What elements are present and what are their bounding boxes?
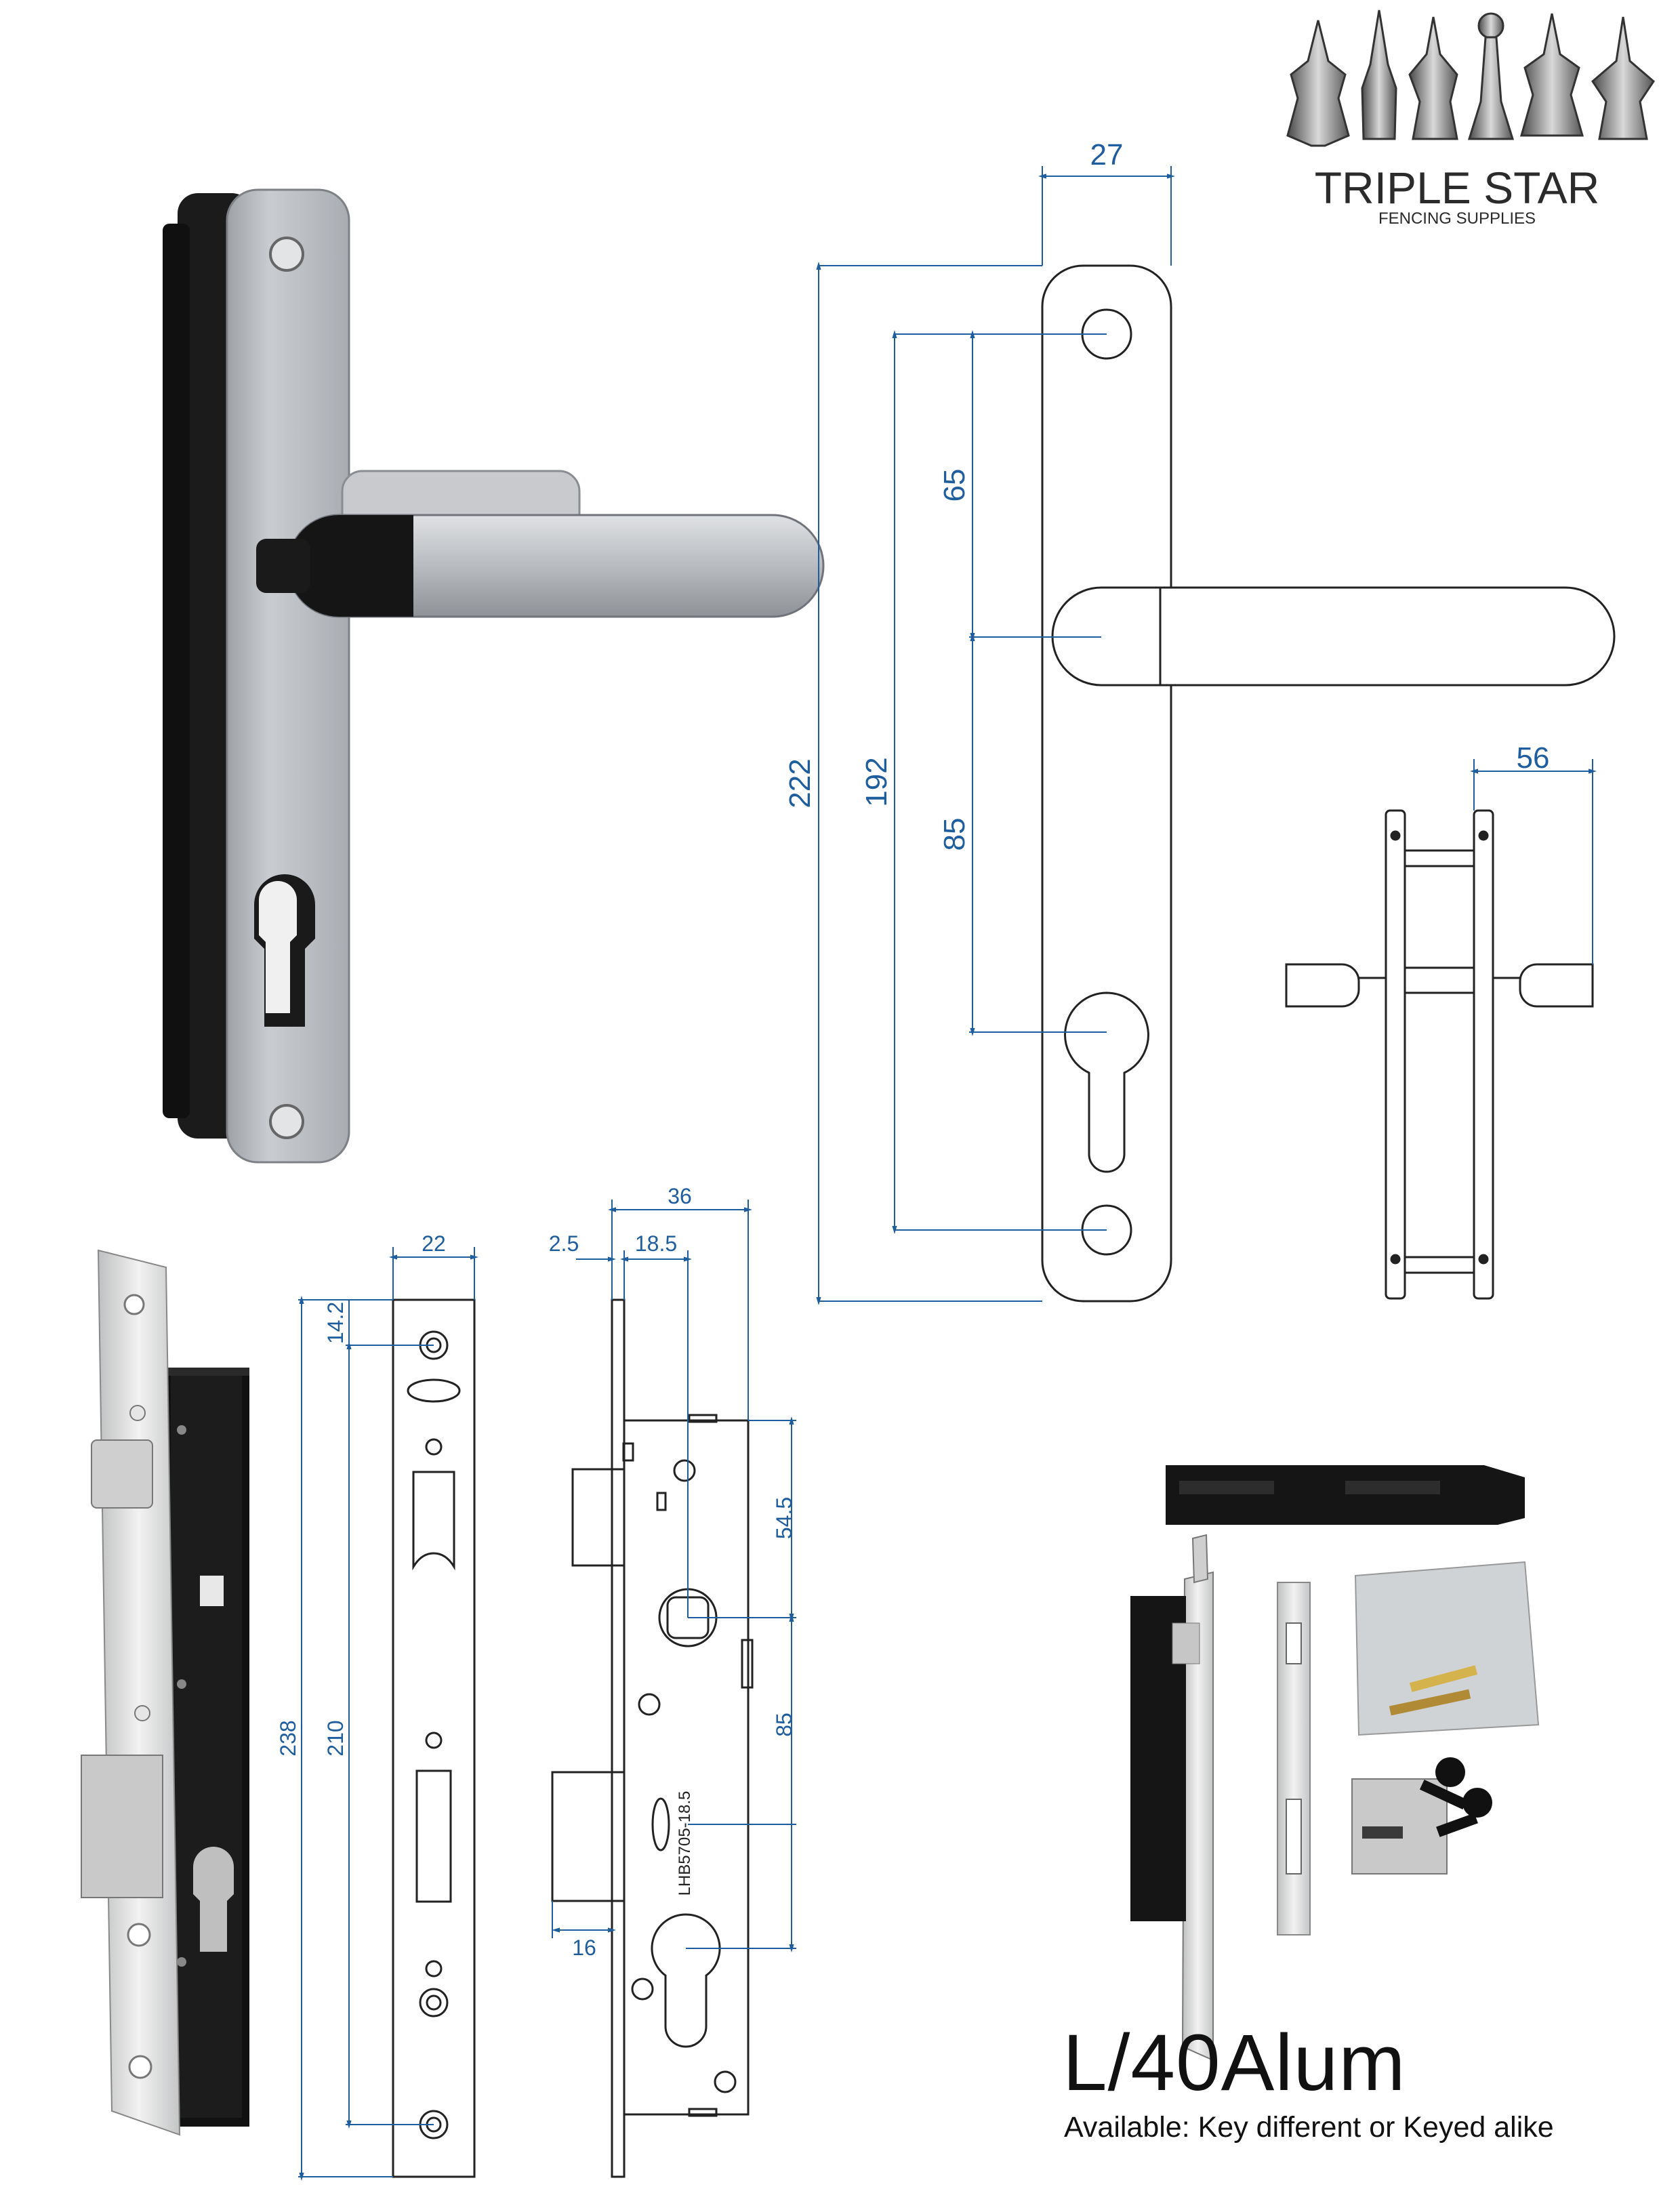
dim-top-to-spindle: 54.5 (772, 1497, 796, 1539)
availability-note: Available: Key different or Keyed alike (1064, 2111, 1554, 2144)
dim-faceplate-height: 238 (276, 1720, 300, 1756)
brand-mark-icon (407, 1378, 461, 1403)
brand-name: TRIPLE STAR (1315, 163, 1600, 213)
screw-icon (269, 237, 304, 272)
dim-hole-centres: 192 (860, 757, 893, 806)
dim-screw-centres: 210 (323, 1720, 348, 1756)
dim-faceplate-width: 22 (422, 1231, 446, 1256)
dim-plate-width: 27 (1090, 138, 1124, 171)
dim-lever-to-top: 65 (938, 469, 971, 502)
handle-side-drawing (1285, 809, 1594, 1300)
dim-body-depth: 36 (668, 1184, 692, 1208)
keys-icon (1419, 1757, 1492, 1837)
product-code: L/40Alum (1063, 2018, 1406, 2108)
screw-pack (1354, 1561, 1540, 1736)
handle-dimension-labels: 27 222 192 65 85 56 (783, 138, 1549, 851)
dim-side-depth: 56 (1517, 741, 1550, 775)
brand-mark-icon (651, 1797, 670, 1851)
lock-dimensions (298, 1200, 796, 2181)
faceplate-drawing (392, 1298, 476, 2178)
kit-contents-photo (1130, 1465, 1540, 2062)
dim-overall-height: 222 (783, 758, 817, 808)
dim-spindle-to-cylinder: 85 (772, 1713, 796, 1737)
plastic-housing (1166, 1465, 1525, 1525)
brand-logo: TRIPLE STAR FENCING SUPPLIES (1286, 9, 1655, 228)
brand-tagline: FENCING SUPPLIES (1378, 209, 1536, 228)
lock-photo (81, 1249, 249, 2136)
lock-model-marking: LHB5705-18.5 (676, 1791, 694, 1896)
dim-deadbolt-throw: 16 (572, 1936, 596, 1960)
dim-lever-to-cylinder: 85 (938, 818, 971, 851)
handle-front-drawing (1041, 264, 1616, 1303)
dim-top-offset: 14.2 (323, 1302, 348, 1344)
screw-icon (269, 1104, 304, 1139)
handle-photo (163, 188, 825, 1164)
lock-body-drawing (551, 1298, 754, 2178)
fence-spikes-icon (1286, 9, 1655, 147)
handle-dimensions (816, 166, 1597, 1305)
dim-backset: 18.5 (635, 1231, 677, 1256)
lock-dimension-labels: 22 238 210 14.2 36 2.5 18.5 54.5 85 16 (276, 1184, 796, 1960)
dim-plate-thickness: 2.5 (549, 1231, 579, 1256)
